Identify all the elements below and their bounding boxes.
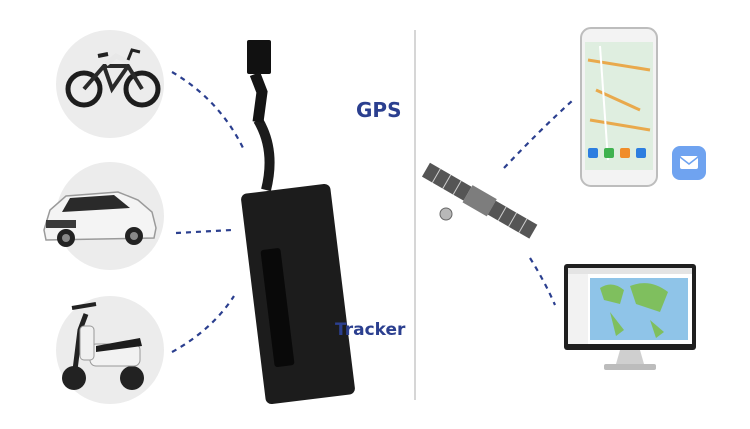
gps-label: GPS: [356, 98, 402, 122]
bicycle-icon: [65, 48, 161, 108]
car-icon: [43, 191, 157, 247]
scooter-icon: [62, 302, 144, 390]
connector-car: [175, 228, 233, 235]
dashed-connectors: [171, 71, 574, 353]
tracker-device-icon: [241, 40, 355, 405]
tracker-label: Tracker: [335, 320, 406, 340]
connector-scooter: [171, 295, 235, 353]
monitor-icon: [564, 264, 696, 370]
vertical-divider: [414, 30, 416, 400]
connector-monitor: [529, 257, 557, 306]
satellite-icon: [421, 162, 538, 239]
connector-bicycle: [171, 71, 245, 151]
mail-app-icon: [672, 146, 706, 180]
connector-phone: [503, 99, 574, 169]
smartphone-icon: [580, 27, 658, 187]
